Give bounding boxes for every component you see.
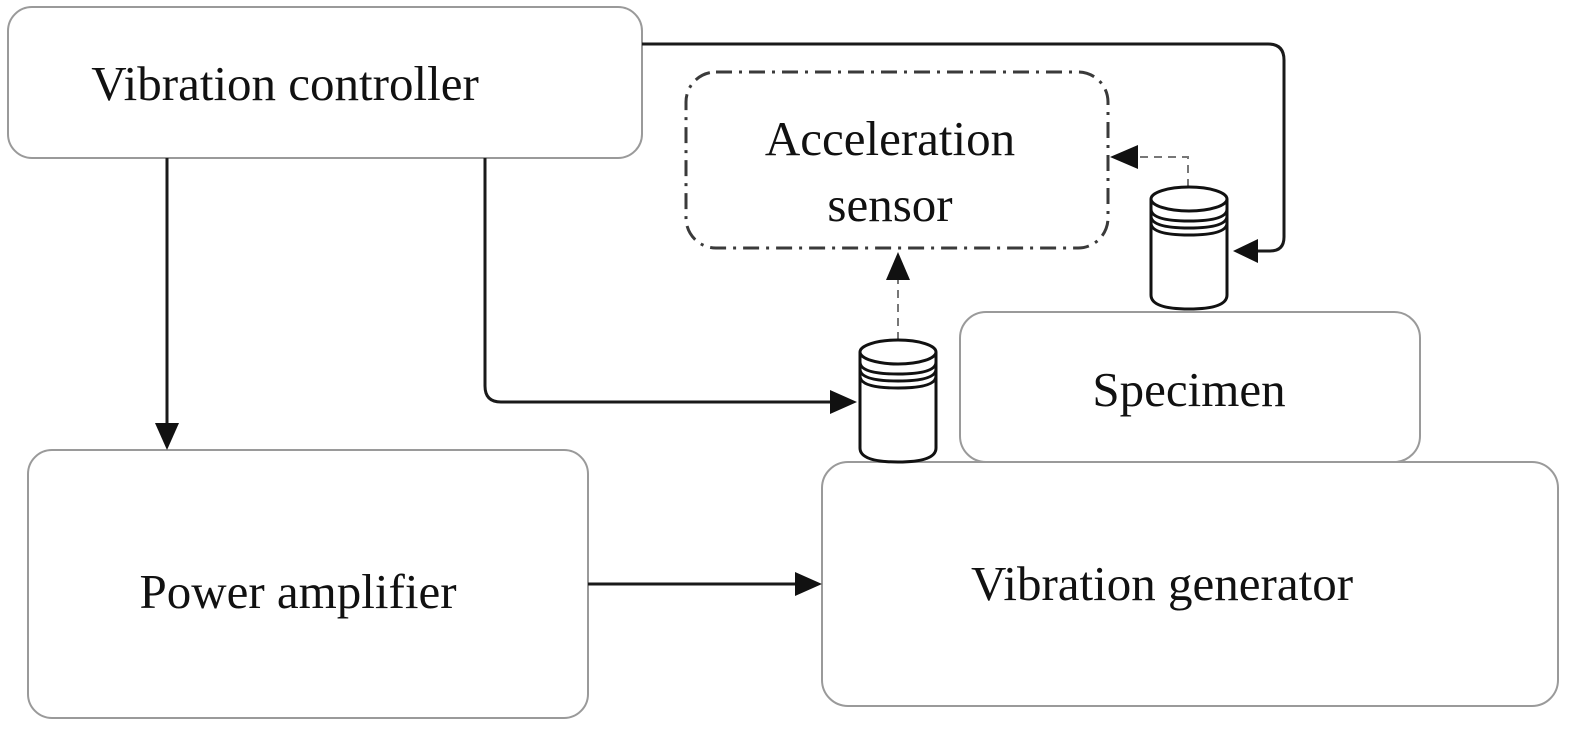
edge-controller-to-left-sensor (483, 158, 857, 414)
vibration-controller-label: Vibration controller (91, 56, 479, 111)
edge-controller-to-amplifier (155, 158, 179, 450)
accelerometer-icon (1149, 185, 1229, 311)
vibration-controller-node: Vibration controller (7, 6, 643, 159)
acceleration-sensor-label-line2: sensor (827, 177, 952, 232)
edge-left-sensor-to-acceleration-sensor (886, 252, 910, 340)
specimen-node: Specimen (959, 311, 1421, 463)
vibration-generator-label: Vibration generator (971, 556, 1353, 611)
acceleration-sensor-node: Acceleration sensor (684, 70, 1110, 250)
edge-controller-to-right-sensor (642, 42, 1286, 263)
specimen-label: Specimen (1092, 362, 1285, 417)
edge-amplifier-to-generator (588, 572, 822, 596)
vibration-generator-node: Vibration generator (821, 461, 1559, 707)
power-amplifier-node: Power amplifier (27, 449, 589, 719)
edge-right-sensor-to-acceleration-sensor (1110, 145, 1189, 187)
acceleration-sensor-label-line1: Acceleration (765, 111, 1015, 166)
accelerometer-icon (858, 338, 938, 464)
power-amplifier-label: Power amplifier (139, 564, 456, 619)
